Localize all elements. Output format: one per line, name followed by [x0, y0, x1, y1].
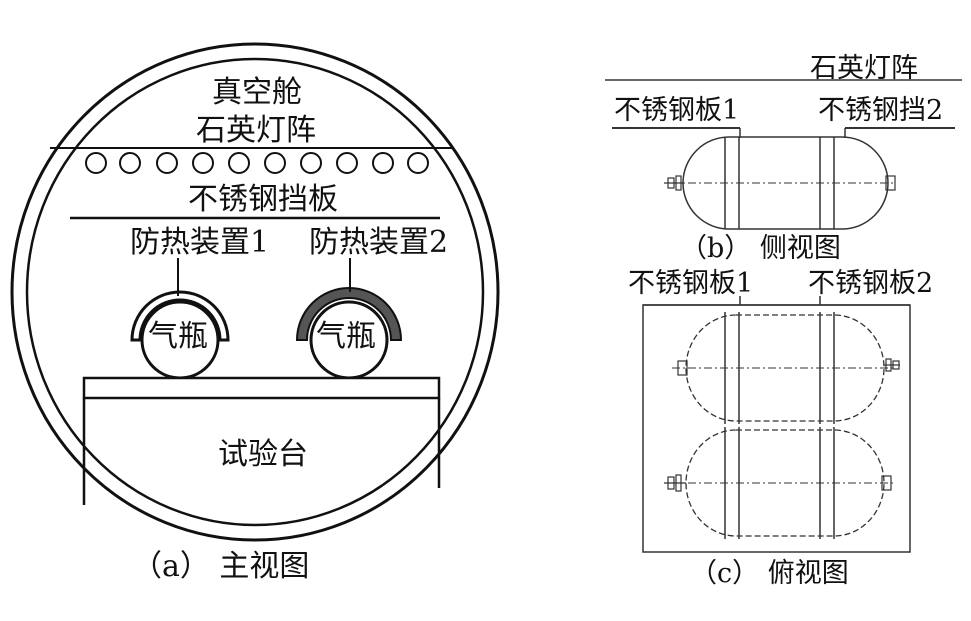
top-view: [642, 296, 911, 553]
lamp: [156, 152, 178, 174]
side-view: [605, 79, 962, 230]
heat-shield-1: [130, 290, 230, 342]
top-tank-2: [685, 429, 885, 537]
heat-shield-2: [295, 287, 403, 341]
quartz-lamps: [85, 152, 429, 174]
side-plate1-label: 不锈钢板1: [614, 95, 740, 126]
lamp: [300, 152, 322, 174]
lamp: [85, 152, 107, 174]
side-view-caption: （b） 侧视图: [680, 233, 841, 264]
gas-bottle-1-label: 气瓶: [148, 319, 208, 354]
heat-device-2-label: 防热装置2: [309, 225, 449, 260]
lamp: [192, 152, 214, 174]
lamp: [228, 152, 250, 174]
tank2-valve-icon: [664, 474, 686, 492]
tank2-right-fitting: [881, 475, 892, 491]
side-lamp-array-label: 石英灯阵: [810, 53, 918, 84]
gas-bottle-2-label: 气瓶: [316, 319, 376, 354]
front-view: [10, 42, 500, 542]
table-top: [82, 376, 441, 400]
test-table-label: 试验台: [218, 437, 308, 472]
top-view-caption: （c） 俯视图: [690, 558, 849, 589]
lamp: [372, 152, 394, 174]
side-valve-icon: [664, 175, 683, 191]
lamp: [264, 152, 286, 174]
top-plate1-label: 不锈钢板1: [628, 268, 754, 299]
lamp-array-label: 石英灯阵: [196, 113, 316, 148]
tank1-left-fitting: [677, 360, 688, 376]
vacuum-chamber-label: 真空舱: [212, 75, 302, 110]
shield-label: 不锈钢挡板: [188, 182, 338, 217]
top-frame: [642, 304, 911, 553]
tank1-valve-icon: [884, 358, 900, 372]
lamp: [407, 152, 429, 174]
lamp: [119, 152, 141, 174]
top-tank-1: [685, 314, 885, 422]
vacuum-chamber-outer: [10, 42, 500, 542]
side-end-fitting: [885, 175, 896, 191]
heat-device-1-label: 防热装置1: [130, 225, 270, 260]
front-view-caption: （a） 主视图: [132, 549, 310, 584]
lamp: [336, 152, 358, 174]
top-plate2-label: 不锈钢板2: [808, 268, 934, 299]
vacuum-chamber-inner: [25, 57, 485, 527]
side-plate2-label: 不锈钢挡2: [818, 95, 944, 126]
